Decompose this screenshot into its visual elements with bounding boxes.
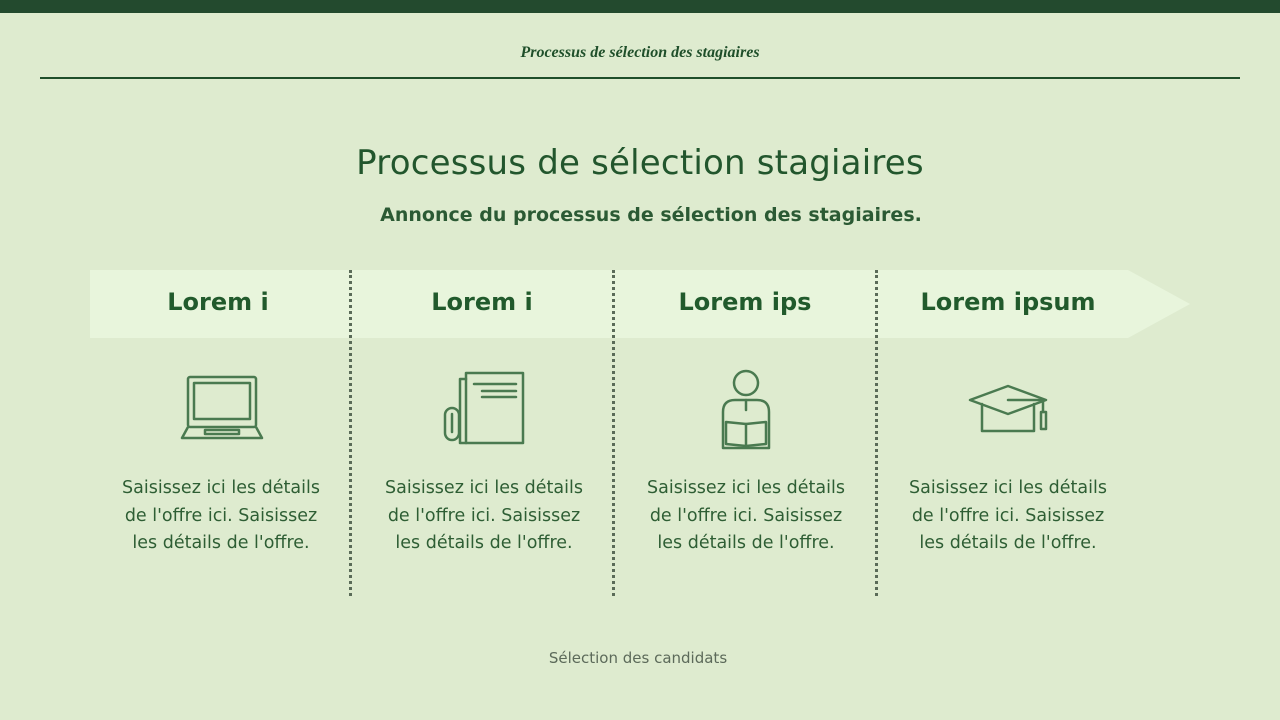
step-2-heading: Lorem i bbox=[431, 288, 533, 316]
reading-person-icon bbox=[721, 369, 771, 450]
process-arrow-shape bbox=[90, 270, 1190, 338]
graduation-cap-icon bbox=[968, 384, 1048, 433]
documents-icon bbox=[443, 371, 525, 445]
page-title: Processus de sélection stagiaires bbox=[356, 143, 924, 183]
step-4-description: Saisissez ici les détails de l'offre ici… bbox=[909, 478, 1107, 553]
step-2-description: Saisissez ici les détails de l'offre ici… bbox=[385, 478, 583, 553]
process-arrow bbox=[90, 270, 1190, 338]
step-3-heading: Lorem ips bbox=[678, 288, 812, 316]
page-subtitle: Annonce du processus de sélection des st… bbox=[380, 204, 922, 226]
header-divider bbox=[40, 77, 1240, 79]
footer-text: Sélection des candidats bbox=[548, 649, 728, 667]
step-separator bbox=[612, 270, 615, 596]
step-1-description: Saisissez ici les détails de l'offre ici… bbox=[122, 478, 320, 553]
step-1-heading: Lorem i bbox=[167, 288, 269, 316]
step-separator bbox=[875, 270, 878, 596]
step-separator bbox=[349, 270, 352, 596]
step-4-heading: Lorem ipsum bbox=[920, 288, 1096, 316]
step-3-description: Saisissez ici les détails de l'offre ici… bbox=[647, 478, 845, 553]
top-band bbox=[0, 0, 1280, 13]
header-title: Processus de sélection des stagiaires bbox=[520, 44, 760, 61]
laptop-icon bbox=[180, 375, 264, 440]
